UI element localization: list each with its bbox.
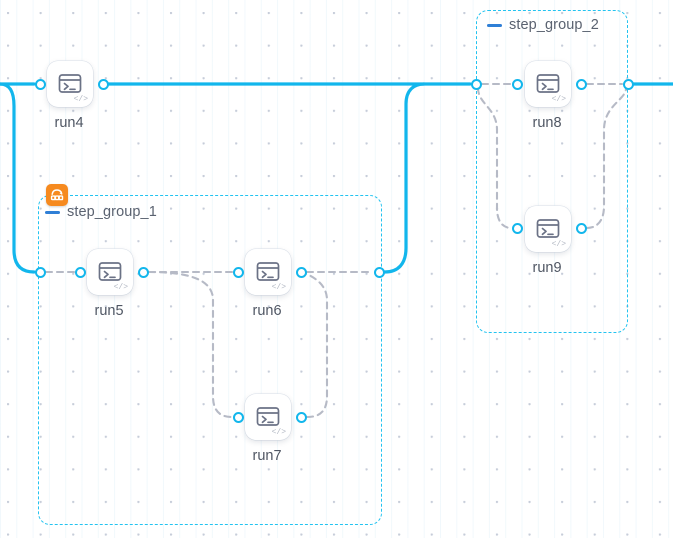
edge-branch-down-to-group1 bbox=[0, 82, 36, 274]
minus-dash-icon[interactable] bbox=[487, 23, 502, 27]
group-label-step_group_2[interactable]: step_group_2 bbox=[487, 17, 599, 33]
code-icon: </> bbox=[73, 95, 88, 104]
port-run4-in[interactable] bbox=[34, 78, 46, 90]
port-run9-in[interactable] bbox=[511, 222, 523, 234]
node-card[interactable]: </> bbox=[525, 61, 571, 107]
terminal-icon bbox=[536, 219, 560, 238]
node-label: run6 bbox=[252, 303, 282, 319]
node-label: run5 bbox=[94, 303, 124, 319]
port-run7-in[interactable] bbox=[232, 411, 244, 423]
code-icon: </> bbox=[271, 428, 286, 437]
code-icon: </> bbox=[271, 283, 286, 292]
node-card[interactable]: </> bbox=[525, 206, 571, 252]
node-run6[interactable]: </> run6 bbox=[245, 249, 291, 319]
minus-dash-icon[interactable] bbox=[45, 210, 60, 214]
group-label-step_group_1[interactable]: step_group_1 bbox=[45, 204, 157, 220]
group-step_group_2[interactable] bbox=[476, 10, 628, 333]
terminal-icon bbox=[256, 407, 280, 426]
group-step_group_1[interactable] bbox=[38, 195, 382, 525]
port-run6-in[interactable] bbox=[232, 266, 244, 278]
port-run9-out[interactable] bbox=[575, 222, 587, 234]
terminal-icon bbox=[58, 74, 82, 93]
port-run6-out[interactable] bbox=[295, 266, 307, 278]
port-group1-out[interactable] bbox=[373, 266, 385, 278]
node-card[interactable]: </> bbox=[87, 249, 133, 295]
code-icon: </> bbox=[551, 95, 566, 104]
node-card[interactable]: </> bbox=[245, 249, 291, 295]
terminal-icon bbox=[536, 74, 560, 93]
port-group2-out[interactable] bbox=[622, 78, 634, 90]
node-run4[interactable]: </> run4 bbox=[47, 61, 93, 131]
group-title: step_group_1 bbox=[67, 204, 157, 220]
code-icon: </> bbox=[551, 240, 566, 249]
node-run8[interactable]: </> run8 bbox=[525, 61, 571, 131]
node-label: run4 bbox=[54, 115, 84, 131]
group-title: step_group_2 bbox=[509, 17, 599, 33]
node-run9[interactable]: </> run9 bbox=[525, 206, 571, 276]
edge-group1-out-up-to-main bbox=[383, 82, 426, 274]
node-card[interactable]: </> bbox=[245, 394, 291, 440]
loop-badge-icon[interactable] bbox=[46, 184, 68, 206]
node-label: run8 bbox=[532, 115, 562, 131]
port-run7-out[interactable] bbox=[295, 411, 307, 423]
node-run5[interactable]: </> run5 bbox=[87, 249, 133, 319]
node-run7[interactable]: </> run7 bbox=[245, 394, 291, 464]
port-run5-out[interactable] bbox=[137, 266, 149, 278]
port-group2-in[interactable] bbox=[470, 78, 482, 90]
node-card[interactable]: </> bbox=[47, 61, 93, 107]
terminal-icon bbox=[98, 262, 122, 281]
port-run5-in[interactable] bbox=[74, 266, 86, 278]
port-run4-out[interactable] bbox=[97, 78, 109, 90]
port-run8-in[interactable] bbox=[511, 78, 523, 90]
node-label: run9 bbox=[532, 260, 562, 276]
port-run8-out[interactable] bbox=[575, 78, 587, 90]
terminal-icon bbox=[256, 262, 280, 281]
code-icon: </> bbox=[113, 283, 128, 292]
port-group1-in[interactable] bbox=[34, 266, 46, 278]
node-label: run7 bbox=[252, 448, 282, 464]
